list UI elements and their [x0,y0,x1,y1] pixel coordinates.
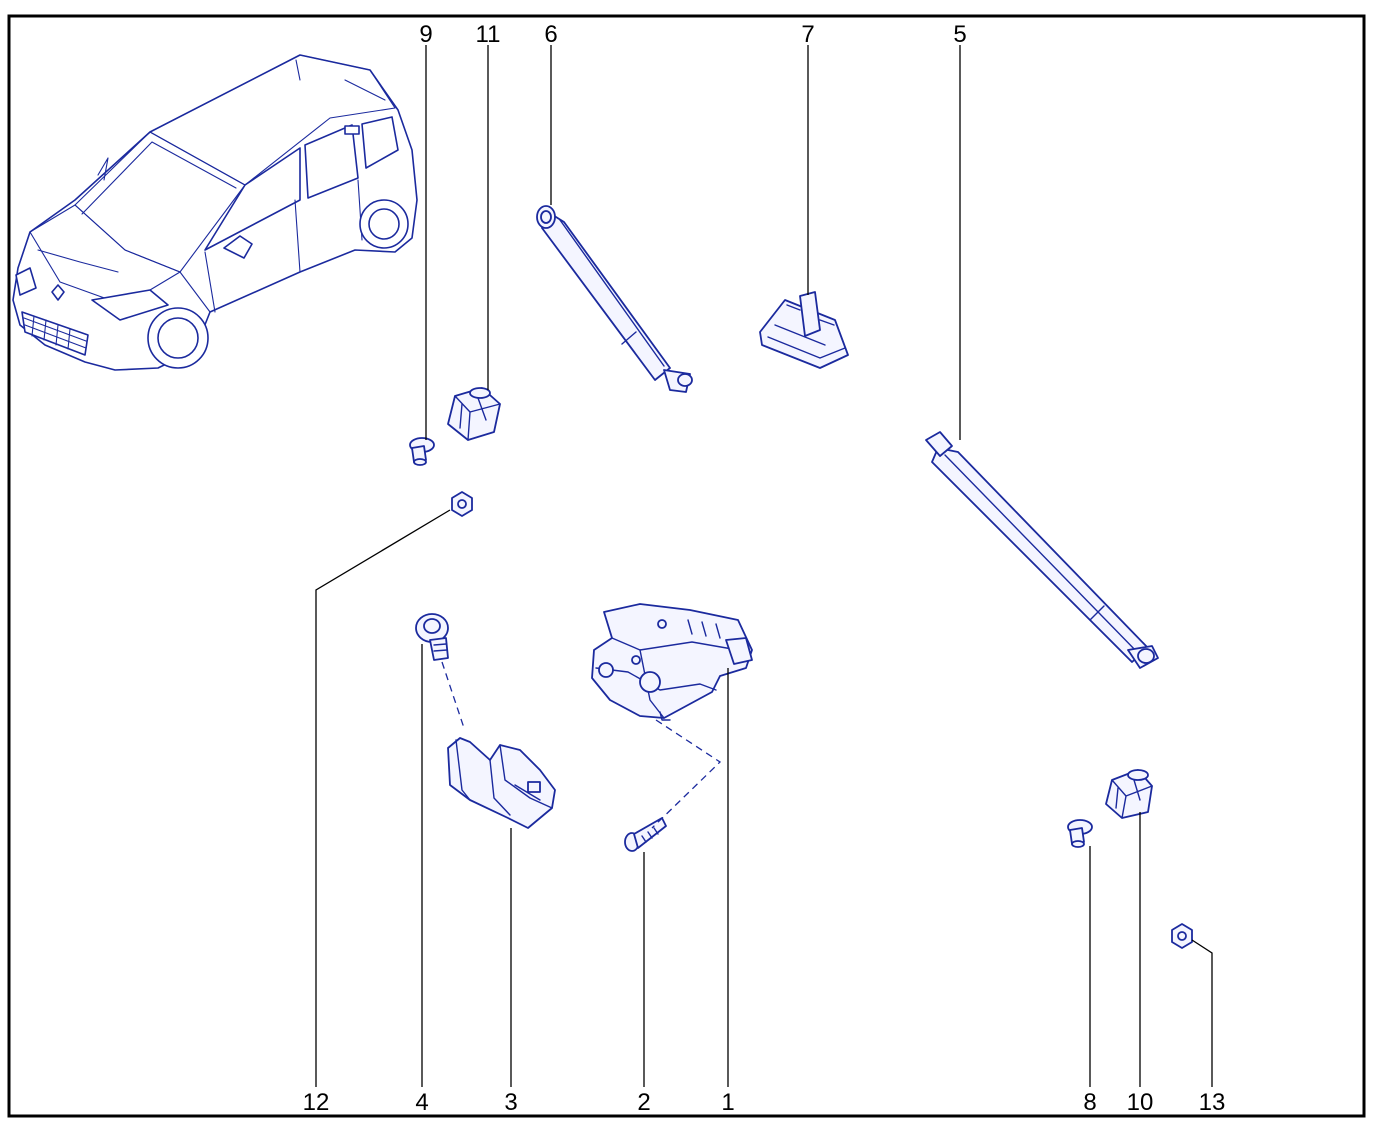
callout-6: 6 [544,21,557,48]
leader-line-13 [1191,939,1213,1087]
leader-line-12 [315,509,451,1087]
callout-10: 10 [1127,1089,1154,1116]
buffer-stop-right [1105,769,1153,819]
callout-13: 13 [1199,1089,1226,1116]
callout-12: 12 [303,1089,330,1116]
callout-1: 1 [721,1089,734,1116]
buffer-stop-left [447,387,501,441]
clip-nut-right [1171,923,1193,949]
callout-7: 7 [801,21,814,48]
pin-right [1067,819,1093,848]
gas-strut-small [536,205,693,393]
callout-8: 8 [1083,1089,1096,1116]
assembly-line-lock-screw [651,719,722,829]
callout-2: 2 [637,1089,650,1116]
callout-11: 11 [476,21,501,48]
callout-9: 9 [419,21,432,48]
screw [624,817,667,852]
tailgate-lock [591,603,753,721]
gas-strut-long [925,431,1159,669]
pin-left [409,437,435,466]
clip-nut-left [451,491,473,517]
boot-switch [759,291,849,369]
callout-5: 5 [953,21,966,48]
tailgate-striker [447,737,556,829]
callout-4: 4 [415,1089,428,1116]
assembly-line-bolt-striker [441,661,465,729]
vehicle-illustration [12,54,418,371]
callout-3: 3 [504,1089,517,1116]
diagram-frame [7,14,1366,1118]
bolt [415,613,449,661]
